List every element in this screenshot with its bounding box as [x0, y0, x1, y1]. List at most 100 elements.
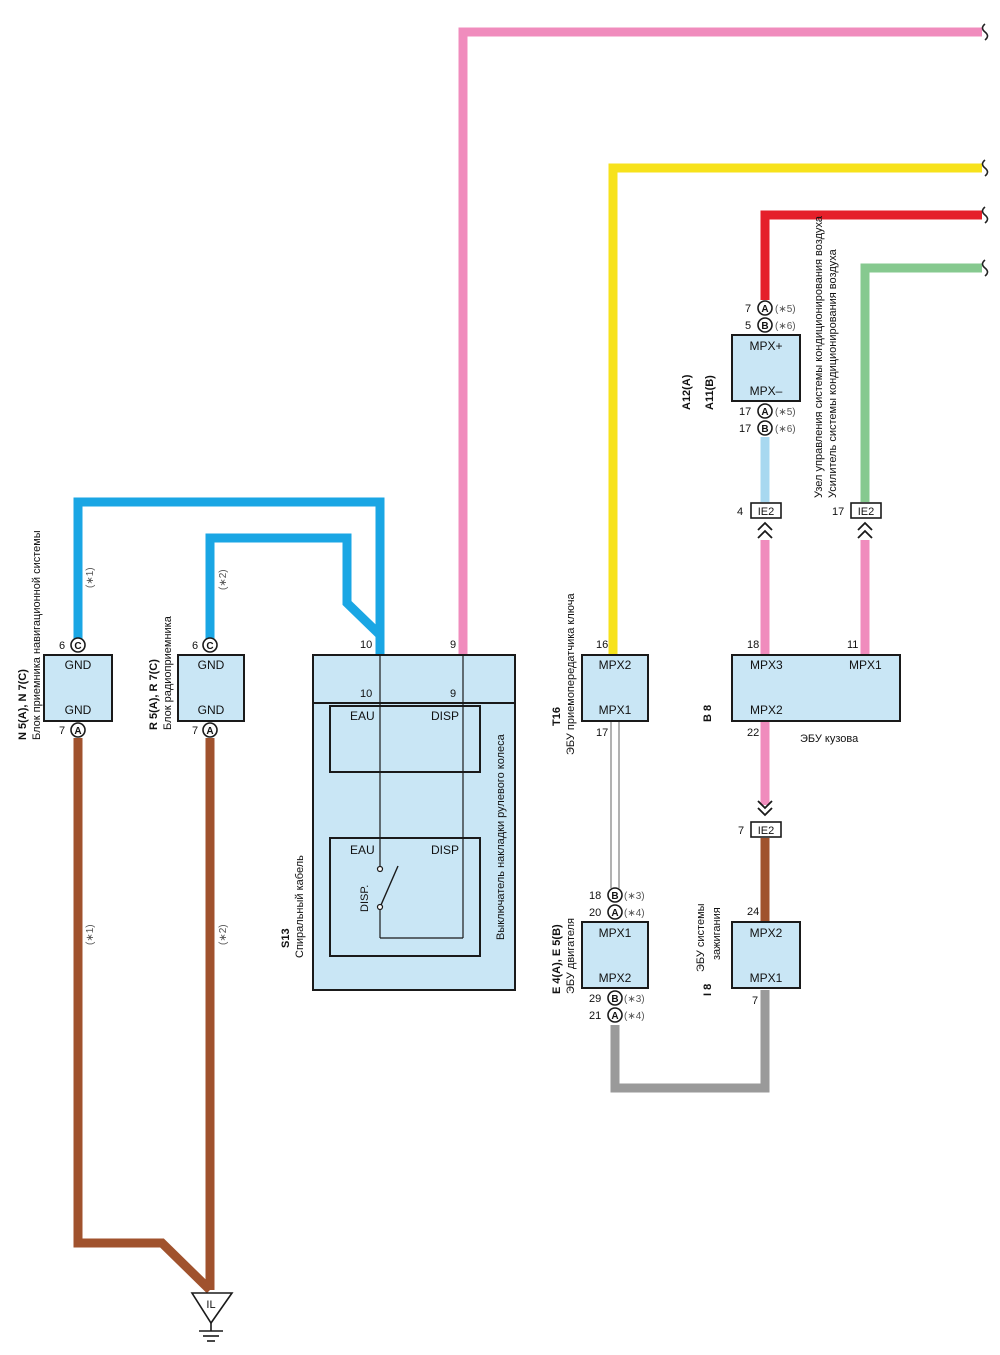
- engine-ecu-name: ЭБУ двигателя: [565, 918, 577, 994]
- engine-bottom-note-1: (∗4): [624, 1011, 645, 1022]
- nav-id: N 5(A), N 7(C): [17, 669, 29, 740]
- junction-ie2-b: IE2 17: [832, 502, 882, 539]
- spiral-disp-lower: DISP: [431, 843, 459, 857]
- nav-conn-top: C: [74, 641, 81, 652]
- wire-yellow: [608, 163, 982, 655]
- radio-conn-top: C: [206, 641, 213, 652]
- engine-top-note-1: (∗4): [624, 908, 645, 919]
- engine-bottom-num-0: 29: [589, 993, 601, 1005]
- ie2-c-num: 7: [738, 825, 744, 837]
- nav-name: Блок приемника навигационной системы: [31, 530, 43, 740]
- nav-conn-bottom: A: [74, 726, 81, 737]
- radio-id: R 5(A), R 7(C): [148, 659, 160, 730]
- ac-bottom-conn-1: B: [761, 424, 768, 435]
- ac-unit: MPX+ MPX– A 7 (∗5) B 5 (∗6) A 17 (∗5) B …: [681, 215, 839, 498]
- ground-label: IL: [206, 1299, 215, 1311]
- body-ecu-name: ЭБУ кузова: [800, 733, 859, 745]
- engine-top-conn-1: A: [611, 908, 618, 919]
- nav-pin-bottom-num: 7: [59, 725, 65, 737]
- radio-conn-bottom: A: [206, 726, 213, 737]
- spiral-eau-lower: EAU: [350, 843, 375, 857]
- ie2-b-num: 17: [832, 506, 844, 518]
- radio-pin-bottom: GND: [198, 703, 225, 717]
- spiral-cable: 10 9 10 9 EAU DISP EAU DISP DISP. Выключ…: [280, 639, 516, 991]
- wire-brown-nav: [73, 738, 214, 1294]
- engine-top-num-0: 18: [589, 890, 601, 902]
- ac-name-a: Узел управления системы кондиционировани…: [813, 215, 825, 498]
- engine-bottom-conn-1: A: [611, 1011, 618, 1022]
- key-ecu-pin-top-num: 16: [596, 639, 608, 651]
- radio-pin-top: GND: [198, 658, 225, 672]
- wire-blue-nav: [73, 497, 385, 655]
- engine-bottom-conn-0: B: [611, 994, 618, 1005]
- radio-pin-top-num: 6: [192, 640, 198, 652]
- spiral-pin10-inner: 10: [360, 688, 372, 700]
- wire-gray: [610, 990, 770, 1093]
- ac-bottom-num-0: 17: [739, 406, 751, 418]
- nav-pin-bottom: GND: [65, 703, 92, 717]
- body-ecu-mpx3: MPX3: [750, 658, 783, 672]
- nav-receiver: GND GND C 6 A 7 (∗1) (∗1) N 5(A), N 7(C)…: [17, 530, 113, 945]
- key-ecu-pin-bottom-num: 17: [596, 727, 608, 739]
- engine-top-conn-0: B: [611, 891, 618, 902]
- ac-id-a: A12(A): [681, 374, 693, 410]
- body-ecu: MPX3 MPX1 MPX2 18 11 22 ЭБУ кузова B 8: [702, 639, 901, 745]
- radio-wire-note-top: (∗2): [218, 569, 229, 590]
- spiral-pin9-top: 9: [450, 639, 456, 651]
- wire-blue-radio: [205, 533, 384, 640]
- junction-ie2-c: IE2 7: [738, 800, 782, 838]
- engine-bottom-num-1: 21: [589, 1010, 601, 1022]
- switch-label: DISP.: [359, 885, 371, 912]
- ignition-pin-top: MPX2: [750, 926, 783, 940]
- wire-green: [860, 263, 982, 502]
- engine-ecu-id: E 4(A), E 5(B): [551, 924, 563, 994]
- ignition-name-2: зажигания: [711, 907, 723, 960]
- ac-top-note-1: (∗6): [775, 321, 796, 332]
- radio-receiver: GND GND C 6 A 7 (∗2) (∗2) R 5(A), R 7(C)…: [148, 569, 245, 945]
- wire-break-marks: [981, 23, 989, 277]
- body-ecu-pin-mpx3: 18: [747, 639, 759, 651]
- body-ecu-mpx1: MPX1: [849, 658, 882, 672]
- ignition-name-1: ЭБУ системы: [695, 903, 707, 972]
- key-ecu: MPX2 MPX1 16 17 T16 ЭБУ приемопередатчик…: [551, 592, 649, 755]
- radio-pin-bottom-num: 7: [192, 725, 198, 737]
- switch-name: Выключатель накладки рулевого колеса: [495, 733, 507, 940]
- ac-bottom-num-1: 17: [739, 423, 751, 435]
- nav-wire-note-top: (∗1): [85, 567, 96, 588]
- body-ecu-pin-mpx2: 22: [747, 727, 759, 739]
- ignition-ecu: MPX2 MPX1 24 7 I 8 ЭБУ системы зажигания: [695, 903, 801, 1007]
- engine-ecu-pin-bottom: MPX2: [599, 971, 632, 985]
- ac-name-b: Усилитель системы кондиционирования возд…: [827, 248, 839, 498]
- engine-bottom-note-0: (∗3): [624, 994, 645, 1005]
- ac-bottom-note-1: (∗6): [775, 424, 796, 435]
- engine-ecu: MPX1 MPX2 B 18 (∗3) A 20 (∗4) B 29 (∗3) …: [551, 887, 649, 1023]
- nav-pin-top: GND: [65, 658, 92, 672]
- spiral-pin9-inner: 9: [450, 688, 456, 700]
- body-ecu-id: B 8: [702, 705, 714, 722]
- thin-wires: [610, 720, 620, 888]
- ac-top-num-0: 7: [745, 303, 751, 315]
- key-ecu-id: T16: [551, 707, 563, 726]
- spiral-eau-upper: EAU: [350, 709, 375, 723]
- ac-top-note-0: (∗5): [775, 304, 796, 315]
- ac-bottom-conn-0: A: [761, 407, 768, 418]
- body-ecu-pin-mpx1: 11: [847, 639, 858, 651]
- ac-bottom-note-0: (∗5): [775, 407, 796, 418]
- engine-top-note-0: (∗3): [624, 891, 645, 902]
- spiral-name: Спиральный кабель: [294, 855, 306, 958]
- junction-ie2-a: IE2 4: [737, 502, 782, 539]
- key-ecu-name: ЭБУ приемопередатчика ключа: [565, 592, 577, 755]
- ie2-a-label: IE2: [758, 506, 775, 518]
- ac-pin-bottom: MPX–: [750, 384, 783, 398]
- ac-top-num-1: 5: [745, 320, 751, 332]
- key-ecu-pin-bottom: MPX1: [599, 703, 632, 717]
- ground-il: IL: [190, 1292, 234, 1342]
- spiral-pin10-top: 10: [360, 639, 372, 651]
- ignition-pin-bottom-num: 7: [752, 995, 758, 1007]
- ie2-b-label: IE2: [858, 506, 875, 518]
- wires: [73, 27, 982, 1294]
- ac-pin-top: MPX+: [749, 339, 782, 353]
- engine-top-num-1: 20: [589, 907, 601, 919]
- ignition-pin-bottom: MPX1: [750, 971, 783, 985]
